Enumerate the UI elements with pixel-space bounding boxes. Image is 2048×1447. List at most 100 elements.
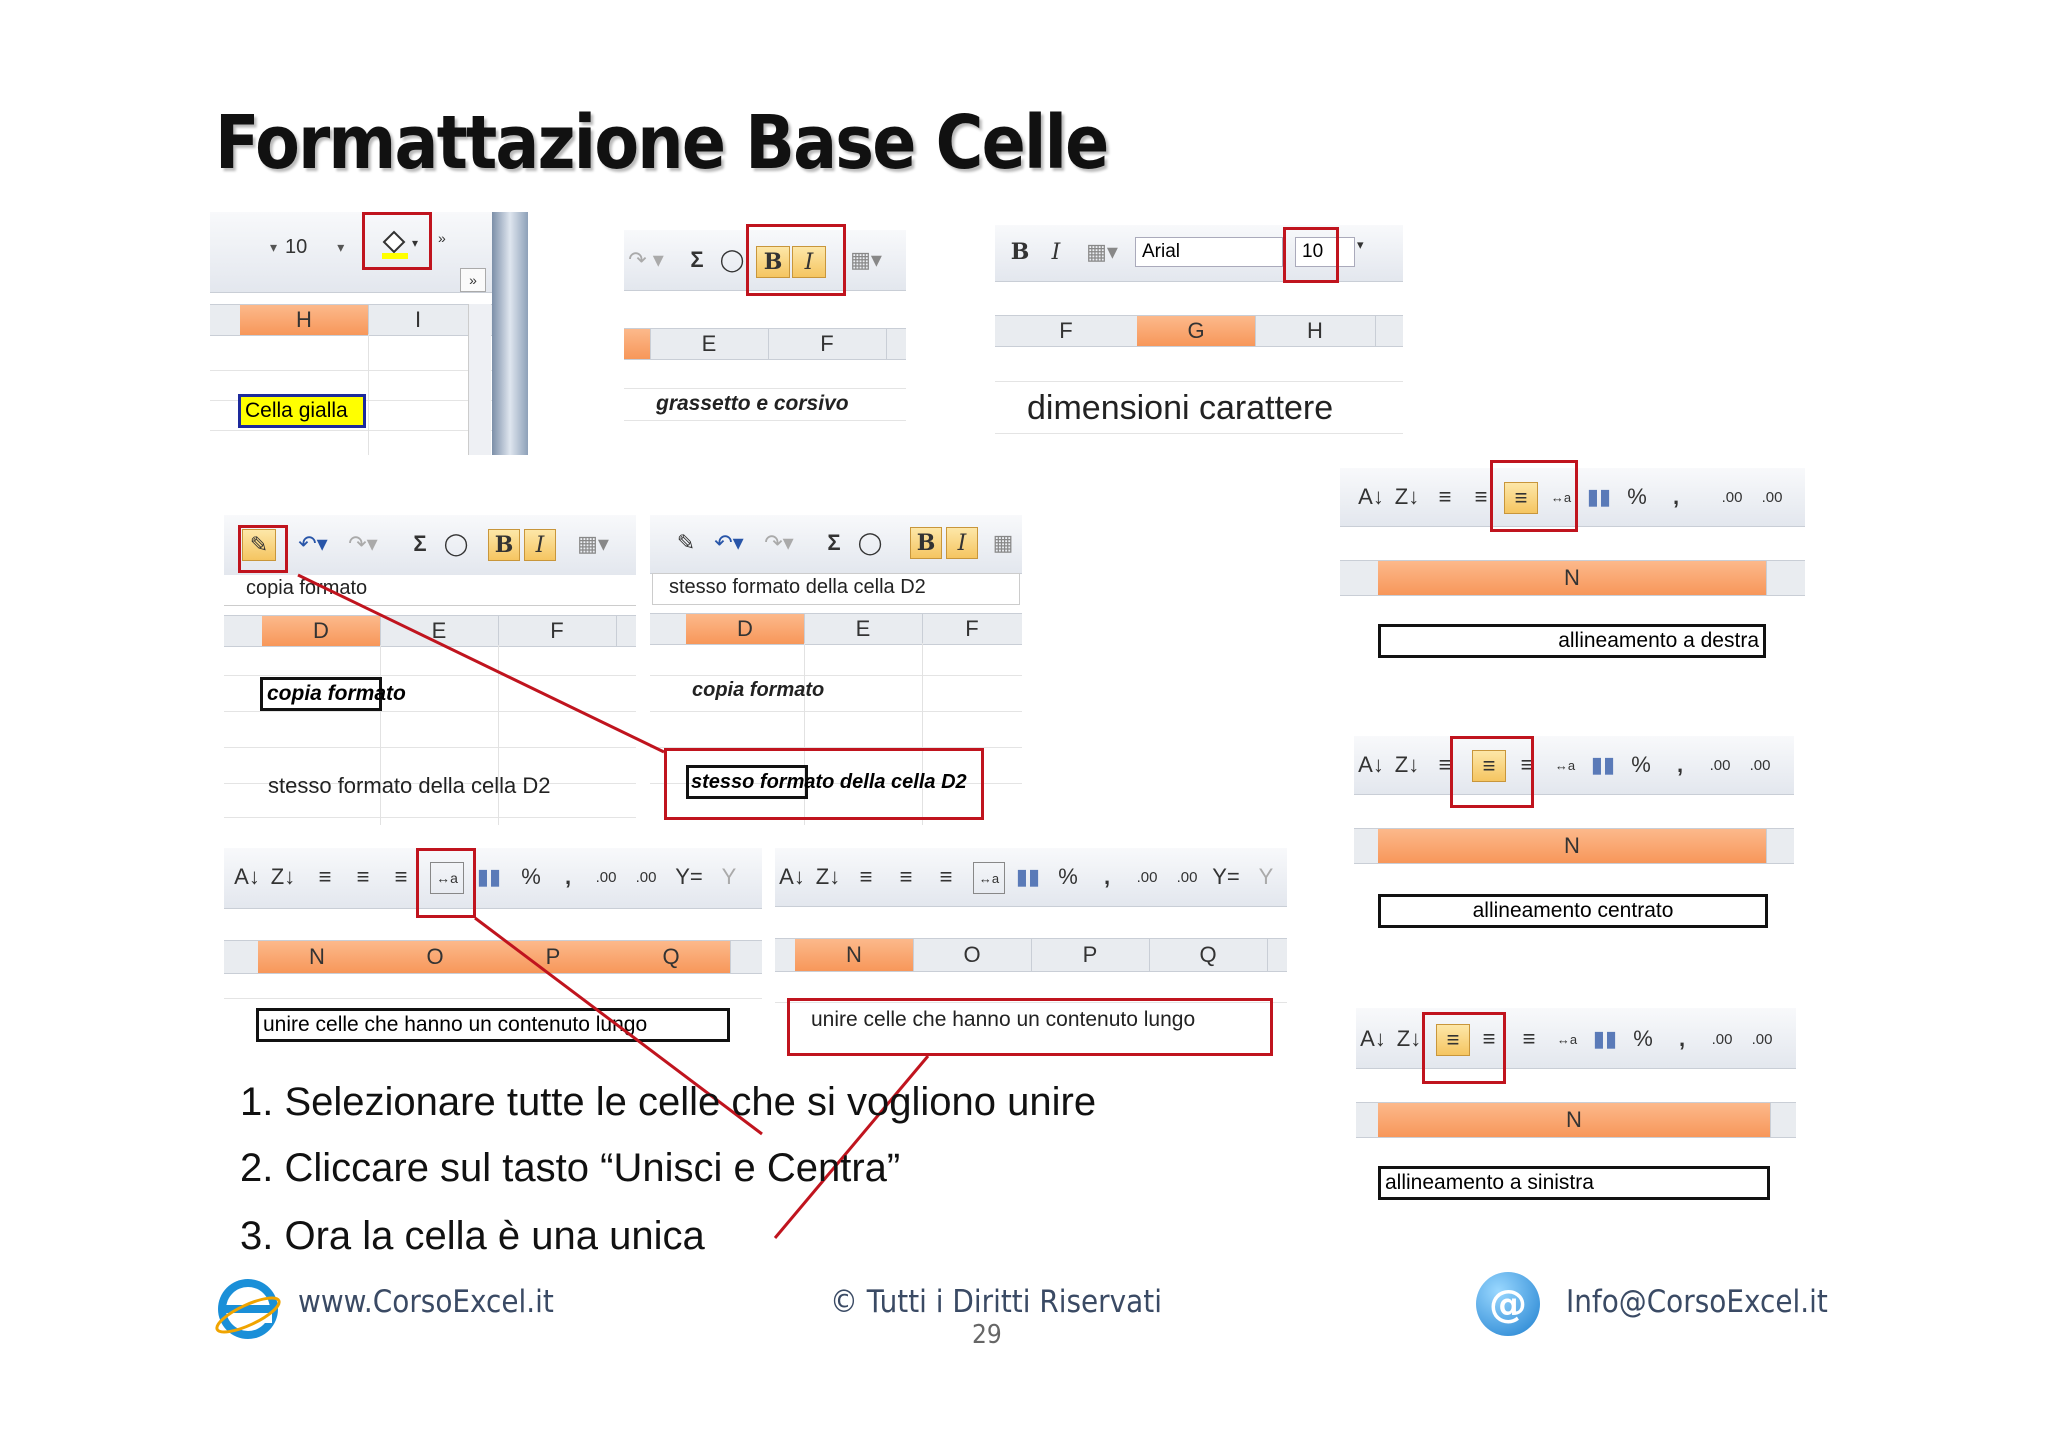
bold-icon[interactable]: B — [910, 527, 942, 559]
redo-icon[interactable]: ↷ ▾ — [628, 247, 664, 272]
merge-center-icon[interactable]: ↔a — [973, 862, 1005, 894]
format-painter-icon[interactable]: ✎ — [242, 529, 276, 561]
italic-icon[interactable]: I — [1051, 239, 1061, 265]
expand-icon[interactable]: » — [460, 268, 486, 292]
increase-decimal-icon[interactable]: .00 — [595, 868, 617, 886]
col-header-n[interactable]: N — [1378, 829, 1767, 863]
target-cell-d4[interactable]: stesso formato della cella D2 — [686, 765, 967, 799]
redo-icon[interactable]: ↷▾ — [764, 530, 794, 555]
col-header-n[interactable]: N — [1378, 561, 1767, 595]
bold-icon[interactable]: B — [488, 529, 520, 561]
align-left-icon[interactable]: ≡ — [1436, 1024, 1470, 1056]
sum-icon[interactable]: Σ — [690, 247, 704, 272]
align-center-icon[interactable]: ≡ — [1472, 750, 1506, 782]
decrease-decimal-icon[interactable]: .00 — [635, 868, 657, 886]
filter-icon[interactable]: Y= — [675, 864, 703, 889]
decrease-decimal-icon[interactable]: .00 — [1761, 488, 1783, 506]
align-right-icon[interactable]: ≡ — [394, 864, 408, 889]
align-left-icon[interactable]: ≡ — [859, 864, 873, 889]
formula-bar[interactable]: copia formato — [224, 575, 636, 606]
vertical-scrollbar[interactable] — [468, 304, 491, 455]
font-size-cell[interactable]: dimensioni carattere — [1027, 389, 1334, 427]
bold-icon[interactable]: B — [756, 246, 790, 278]
filter-icon[interactable]: Y= — [1212, 864, 1240, 889]
col-header-p[interactable]: P — [1031, 939, 1150, 971]
col-header-g[interactable]: G — [1137, 316, 1256, 346]
chart-icon[interactable]: ▮▮ — [1590, 752, 1616, 777]
align-right-icon[interactable]: ≡ — [939, 864, 953, 889]
target-cell-d4[interactable]: stesso formato della cella D2 — [268, 773, 551, 798]
left-aligned-cell[interactable]: allineamento a sinistra — [1378, 1166, 1770, 1200]
col-header-e[interactable]: E — [804, 614, 923, 644]
align-center-icon[interactable]: ≡ — [899, 864, 913, 889]
comma-icon[interactable]: , — [1676, 752, 1684, 777]
zoom-icon[interactable]: ◯ — [719, 247, 745, 272]
redo-icon[interactable]: ↷▾ — [348, 531, 378, 556]
col-header-f[interactable]: F — [498, 616, 617, 646]
col-header-h[interactable]: H — [1255, 316, 1376, 346]
sort-asc-icon[interactable]: A↓ — [1358, 484, 1384, 509]
merge-center-icon[interactable]: ↔a — [1554, 757, 1576, 773]
col-header-n[interactable]: N — [258, 941, 377, 973]
source-cell-d2[interactable]: copia formato — [692, 679, 825, 701]
percent-icon[interactable]: % — [521, 864, 541, 889]
sort-desc-icon[interactable]: Z↓ — [1394, 752, 1420, 777]
align-right-icon[interactable]: ≡ — [1522, 1026, 1536, 1051]
align-right-icon[interactable]: ≡ — [1504, 482, 1538, 514]
align-right-icon[interactable]: ≡ — [1520, 752, 1534, 777]
undo-icon[interactable]: ↶▾ — [298, 531, 328, 556]
col-header-d[interactable]: D — [262, 616, 381, 646]
increase-decimal-icon[interactable]: .00 — [1709, 756, 1731, 774]
yellow-cell[interactable]: Cella gialla — [238, 394, 366, 428]
merged-cell[interactable]: unire celle che hanno un contenuto lungo — [811, 1008, 1196, 1031]
borders-icon[interactable]: ▦▾ — [850, 247, 882, 272]
comma-icon[interactable]: , — [1103, 864, 1111, 889]
clear-filter-icon[interactable]: Y — [721, 864, 737, 889]
center-aligned-cell[interactable]: allineamento centrato — [1378, 894, 1768, 928]
sort-desc-icon[interactable]: Z↓ — [1396, 1026, 1422, 1051]
percent-icon[interactable]: % — [1627, 484, 1647, 509]
increase-decimal-icon[interactable]: .00 — [1711, 1030, 1733, 1048]
col-header-q[interactable]: Q — [612, 941, 731, 973]
font-size-field[interactable]: 10 — [1295, 237, 1355, 267]
borders-icon[interactable]: ▦▾ — [1086, 239, 1118, 264]
sum-icon[interactable]: Σ — [413, 531, 427, 556]
chart-icon[interactable]: ▮▮ — [1592, 1026, 1618, 1051]
col-header-o[interactable]: O — [376, 941, 495, 973]
col-header-d[interactable]: D — [686, 614, 805, 644]
bold-italic-cell[interactable]: grassetto e corsivo — [656, 392, 849, 415]
chart-icon[interactable]: ▮▮ — [1015, 864, 1041, 889]
col-header-n[interactable]: N — [1378, 1103, 1771, 1137]
col-header-e[interactable]: E — [380, 616, 499, 646]
sum-icon[interactable]: Σ — [827, 530, 841, 555]
sort-desc-icon[interactable]: Z↓ — [1394, 484, 1420, 509]
bold-icon[interactable]: B — [1010, 239, 1030, 265]
comma-icon[interactable]: , — [1672, 484, 1680, 509]
format-painter-icon[interactable]: ✎ — [676, 530, 696, 555]
col-header-o[interactable]: O — [913, 939, 1032, 971]
zoom-icon[interactable]: ◯ — [857, 530, 883, 555]
decrease-decimal-icon[interactable]: .00 — [1751, 1030, 1773, 1048]
decrease-decimal-icon[interactable]: .00 — [1176, 868, 1198, 886]
col-header-f[interactable]: F — [768, 329, 887, 359]
comma-icon[interactable]: , — [564, 864, 572, 889]
sort-asc-icon[interactable]: A↓ — [779, 864, 805, 889]
comma-icon[interactable]: , — [1678, 1026, 1686, 1051]
align-center-icon[interactable]: ≡ — [1474, 484, 1488, 509]
align-center-icon[interactable]: ≡ — [356, 864, 370, 889]
clear-filter-icon[interactable]: Y — [1258, 864, 1274, 889]
italic-icon[interactable]: I — [946, 527, 978, 559]
col-header-h[interactable]: H — [240, 305, 369, 335]
align-center-icon[interactable]: ≡ — [1482, 1026, 1496, 1051]
merge-center-icon[interactable]: ↔a — [430, 862, 464, 894]
merge-center-icon[interactable]: ↔a — [1556, 1031, 1578, 1047]
percent-icon[interactable]: % — [1633, 1026, 1653, 1051]
align-left-icon[interactable]: ≡ — [1438, 752, 1452, 777]
increase-decimal-icon[interactable]: .00 — [1721, 488, 1743, 506]
right-aligned-cell[interactable]: allineamento a destra — [1378, 624, 1766, 658]
font-name-field[interactable]: Arial — [1135, 237, 1283, 267]
formula-bar[interactable]: stesso formato della cella D2 — [652, 573, 1020, 605]
col-header-q[interactable]: Q — [1149, 939, 1268, 971]
percent-icon[interactable]: % — [1631, 752, 1651, 777]
borders-icon[interactable]: ▦▾ — [577, 531, 609, 556]
